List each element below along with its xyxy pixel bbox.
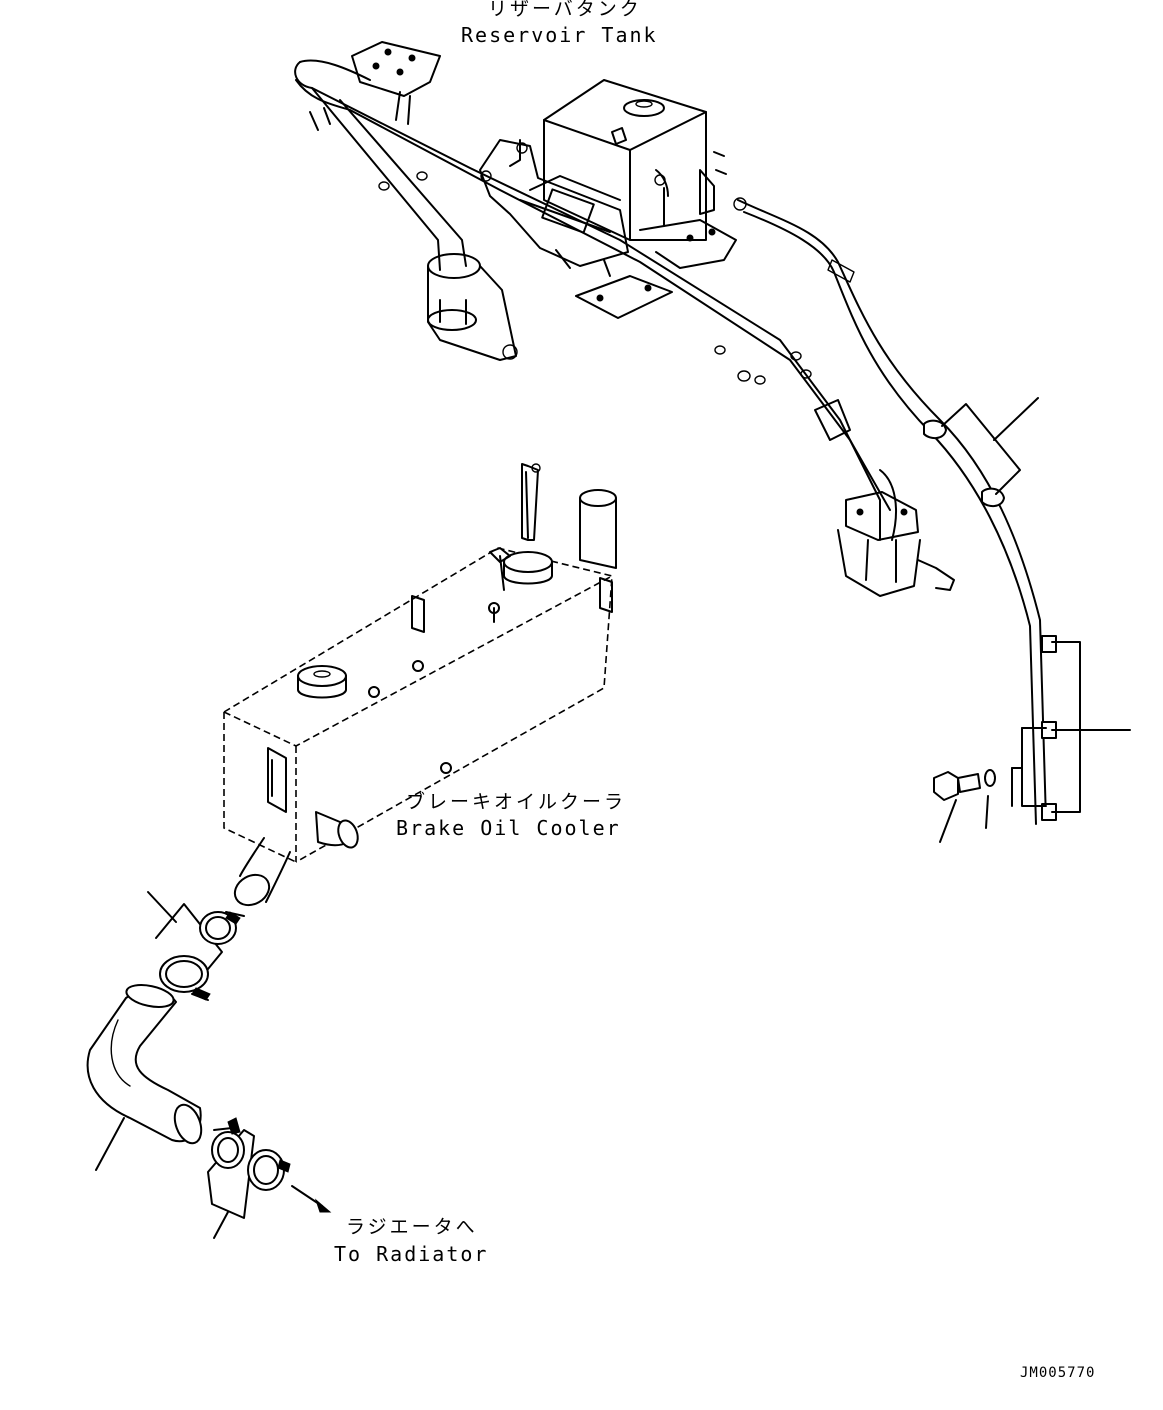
reservoir-bracket — [479, 139, 737, 319]
frame-fittings — [309, 107, 851, 441]
right-mount-post — [837, 491, 955, 597]
brake-oil-cooler-label-jp: ブレーキオイルクーラ — [406, 791, 627, 813]
brake-oil-cooler — [223, 463, 617, 903]
drawing-code: JM005770 — [1020, 1365, 1096, 1381]
leader-lines — [95, 397, 1131, 1239]
upper-hose-clamps — [155, 903, 245, 1001]
brake-oil-cooler-label-en: Brake Oil Cooler — [396, 816, 621, 840]
left-mount-post — [427, 253, 518, 361]
reservoir-hose — [733, 197, 1047, 825]
elbow-hose — [86, 984, 203, 1145]
outlet-pipe — [233, 873, 271, 907]
top-mount-plate — [351, 41, 441, 125]
to-radiator-label-en: To Radiator — [334, 1242, 489, 1266]
lower-hose-clamps — [207, 1117, 291, 1219]
bolt-and-washer — [933, 767, 1023, 807]
to-radiator-label-jp: ラジエータへ — [346, 1216, 478, 1238]
to-radiator-arrow — [291, 1185, 332, 1213]
reservoir-tank-label-jp: リザーバタンク — [488, 0, 642, 20]
reservoir-tank-label-en: Reservoir Tank — [461, 23, 658, 47]
hose-clamps — [923, 419, 1057, 821]
